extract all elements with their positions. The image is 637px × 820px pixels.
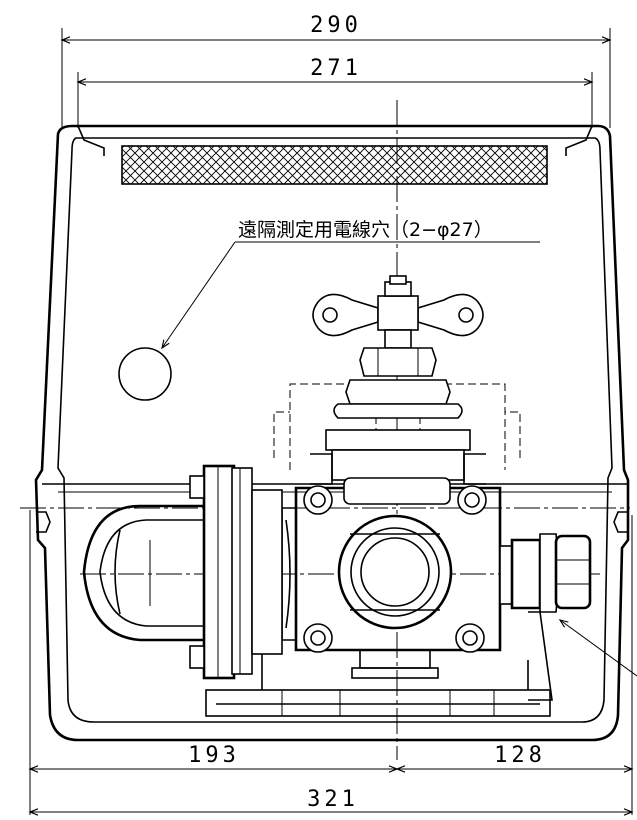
wire-hole bbox=[118, 347, 172, 401]
wire-hole-annotation: 遠隔測定用電線穴（2−φ27） bbox=[238, 219, 493, 241]
dimension-193-128: 193 128 bbox=[28, 510, 634, 815]
lid-hatched-panel bbox=[121, 145, 548, 185]
dimension-321-label: 321 bbox=[307, 787, 359, 812]
bolt-bottom-left bbox=[303, 623, 333, 653]
dimension-290-label: 290 bbox=[310, 13, 362, 38]
dimension-271-label: 271 bbox=[310, 56, 362, 81]
bolt-bottom-right bbox=[455, 623, 485, 653]
dimension-290: 290 bbox=[60, 13, 612, 128]
bolt-top-right bbox=[457, 485, 487, 515]
dimension-128-label: 128 bbox=[494, 743, 546, 768]
box-body bbox=[34, 124, 630, 742]
gate-valve bbox=[310, 275, 486, 485]
right-leader bbox=[558, 619, 637, 677]
bolt-top-left bbox=[303, 485, 333, 515]
annotation: 遠隔測定用電線穴（2−φ27） bbox=[161, 219, 540, 350]
left-elbow bbox=[82, 504, 216, 642]
valve-body bbox=[281, 477, 502, 679]
dimension-193-label: 193 bbox=[188, 743, 240, 768]
left-flange bbox=[189, 464, 283, 680]
dimension-321: 321 bbox=[28, 787, 634, 816]
base-frame bbox=[205, 654, 551, 717]
right-union bbox=[499, 533, 592, 701]
dimension-271: 271 bbox=[76, 56, 594, 128]
valve-port-outer bbox=[337, 514, 453, 630]
